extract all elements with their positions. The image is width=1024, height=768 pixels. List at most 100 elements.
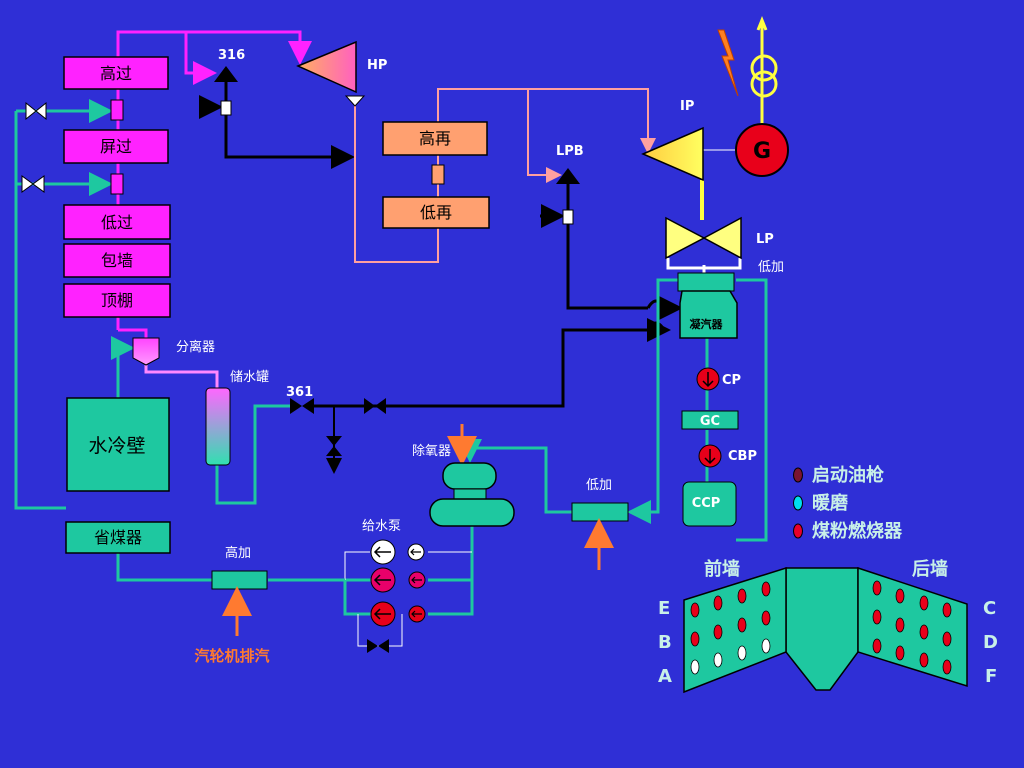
feed-pump-2	[370, 567, 426, 593]
gc-box	[681, 410, 739, 430]
rear-wall-panel	[857, 566, 968, 688]
valve-361-icon	[290, 398, 314, 414]
lp-heater-label: 低加	[586, 478, 612, 493]
superheater-screen-label: 屏过	[100, 137, 132, 156]
burner	[761, 581, 771, 597]
roof-box	[63, 283, 171, 318]
lp-heater-top-label: 低加	[758, 260, 784, 275]
superheater-low-label: 低过	[101, 213, 133, 232]
burner	[690, 602, 700, 618]
lightning-icon	[717, 29, 739, 97]
ip-turbine	[641, 126, 704, 182]
valve-icon	[326, 436, 342, 456]
svg-text:暖磨: 暖磨	[812, 492, 848, 514]
burner	[942, 659, 952, 675]
ip-label: IP	[680, 99, 694, 114]
valve-icon	[25, 101, 47, 121]
wall-wrap-box	[63, 243, 171, 278]
burner	[713, 652, 723, 668]
ccp-label: CCP	[692, 496, 721, 511]
burner	[895, 617, 905, 633]
hp-heater-box	[211, 570, 268, 590]
valve-lpb-label: LPB	[556, 144, 584, 159]
economizer-box	[65, 521, 171, 554]
water-wall-box	[66, 397, 170, 492]
hp-heater-label: 高加	[225, 545, 251, 561]
burner	[737, 617, 747, 633]
burner	[919, 595, 929, 611]
valve-icon	[21, 175, 45, 193]
valve-icon	[367, 639, 389, 653]
cbp-label: CBP	[728, 449, 757, 464]
valve-316-icon	[214, 66, 238, 82]
feed-pump-3	[370, 601, 426, 627]
generator	[735, 123, 789, 177]
condenser	[679, 290, 738, 339]
rear-wall-label: 后墙	[912, 558, 948, 580]
deaerator-label: 除氧器	[412, 444, 451, 459]
burner-legend: 启动油枪 暖磨 煤粉燃烧器	[793, 464, 903, 542]
row-label-b: B	[658, 632, 672, 653]
separator-label: 分离器	[176, 339, 215, 355]
reheater-high-box	[382, 121, 488, 156]
row-label-f: F	[985, 666, 997, 687]
condenser-label: 凝汽器	[690, 317, 724, 331]
front-wall-panel	[683, 566, 787, 694]
water-wall-label: 水冷壁	[88, 435, 145, 457]
row-label-e: E	[658, 598, 670, 619]
valve-361-label: 361	[286, 385, 313, 400]
reheater-low-label: 低再	[420, 203, 452, 222]
front-wall-label: 前墙	[704, 558, 740, 580]
burner	[713, 595, 723, 611]
front-wall-burners	[690, 581, 771, 675]
superheater-high-label: 高过	[100, 64, 132, 83]
valve-lpb-icon	[556, 168, 580, 184]
ccp-box	[682, 481, 737, 527]
burner	[919, 652, 929, 668]
svg-text:煤粉燃烧器: 煤粉燃烧器	[812, 520, 903, 542]
storage-tank	[205, 387, 231, 466]
check-valve-icon	[344, 95, 366, 107]
lp-heater-box	[571, 502, 629, 522]
burner	[713, 624, 723, 640]
burner	[895, 645, 905, 661]
turbine-exhaust-label: 汽轮机排汽	[194, 647, 269, 665]
deaerator-storage	[429, 498, 515, 527]
reheater-high-label: 高再	[419, 129, 451, 148]
legend-item-mill-warming: 暖磨	[793, 492, 848, 514]
burner	[895, 588, 905, 604]
burner	[690, 631, 700, 647]
row-label-d: D	[983, 632, 998, 653]
cp-label: CP	[722, 373, 741, 388]
gc-label: GC	[700, 414, 720, 429]
burner	[872, 638, 882, 654]
burner	[761, 610, 771, 626]
condensate-section: 低加 凝汽器 CP GC CBP CCP 低加 除氧器 给水泵	[194, 260, 784, 665]
feed-pump-1	[370, 539, 425, 565]
burner	[942, 631, 952, 647]
burner	[737, 588, 747, 604]
burner	[872, 609, 882, 625]
burner	[872, 580, 882, 596]
lp-turbine	[665, 216, 742, 260]
feed-pump-label: 给水泵	[362, 519, 401, 534]
superheater-screen-box	[63, 129, 169, 164]
burner	[690, 659, 700, 675]
valve-316-label: 316	[218, 48, 245, 63]
turbine-section: HP 高再 低再 IP LP G	[296, 15, 789, 260]
superheater-low-box	[63, 204, 171, 240]
hp-label: HP	[367, 58, 387, 73]
boiler-section: 高过 屏过 低过 包墙 顶棚 水冷壁 省煤器 分离器 储水罐	[63, 56, 269, 554]
storage-tank-label: 储水罐	[230, 370, 269, 385]
valve-icon	[364, 398, 386, 414]
furnace-layout: 前墙 后墙 E B A C D F	[658, 558, 998, 694]
furnace-hopper	[785, 567, 859, 691]
valves: 316 LPB 361	[21, 48, 584, 653]
legend-item-pc-burner: 煤粉燃烧器	[793, 520, 903, 542]
wall-wrap-label: 包墙	[101, 251, 133, 270]
rear-wall-burners	[872, 580, 952, 675]
roof-label: 顶棚	[101, 291, 133, 310]
burner	[737, 645, 747, 661]
reheater-low-box	[382, 196, 490, 229]
